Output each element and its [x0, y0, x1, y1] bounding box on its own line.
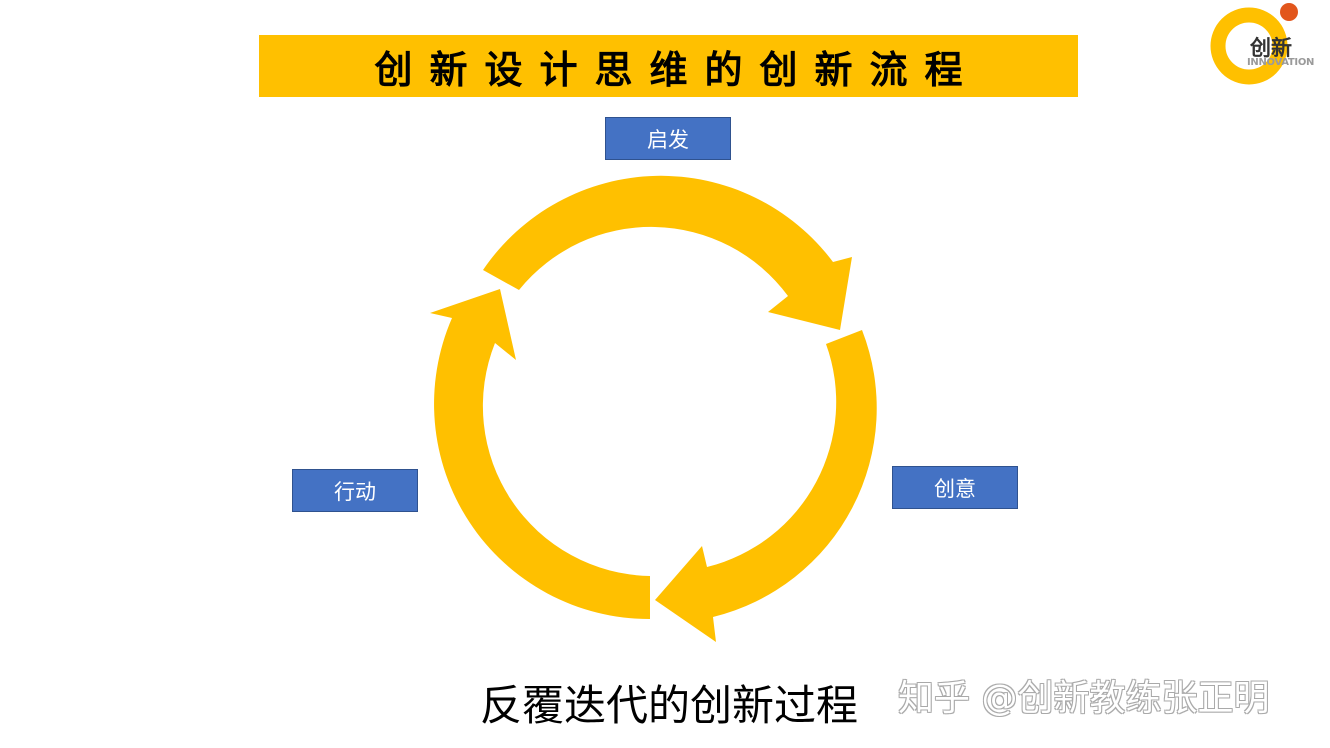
diagram-caption: 反覆迭代的创新过程: [480, 681, 859, 730]
stage-idea: 创意: [892, 466, 1018, 509]
source-watermark: 知乎 @创新教练张正明: [898, 678, 1270, 719]
cycle-arrow-idea-to-action: [655, 330, 877, 642]
stage-inspire: 启发: [605, 117, 731, 160]
stage-action: 行动: [292, 469, 418, 512]
logo-text-en: INNOVATION: [1247, 57, 1315, 68]
cycle-arrow-inspire-to-idea: [483, 175, 852, 330]
logo-mark: [1210, 3, 1298, 85]
brand-logo: 创新 INNOVATION: [1206, 0, 1330, 90]
cycle-arrow-action-to-inspire: [430, 289, 650, 620]
logo-dot: [1280, 3, 1298, 21]
page-title: 创新设计思维的创新流程: [374, 47, 980, 92]
title-banner: 创新设计思维的创新流程: [259, 35, 1078, 97]
logo-text-cn: 创新: [1250, 36, 1292, 60]
logo-ring: [1210, 7, 1288, 85]
